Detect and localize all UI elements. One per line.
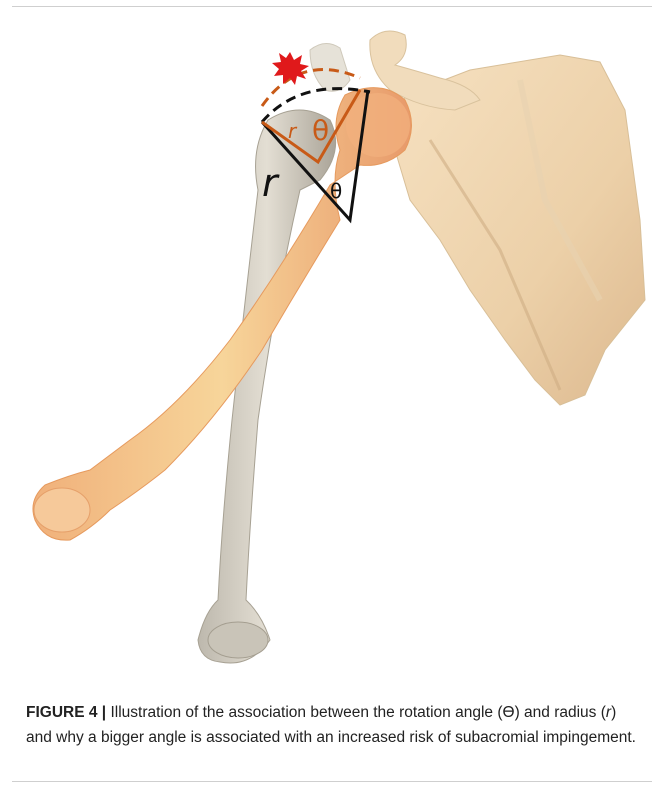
scapula [395,55,645,405]
caption-theta: ϴ [503,704,515,721]
inner-theta-label: θ [312,114,329,147]
caption-text-2: ) and radius ( [515,704,606,721]
outer-theta-label: θ [330,179,342,203]
humerus-abducted [33,88,412,541]
figure-caption: FIGURE 4 | Illustration of the associati… [26,700,646,750]
coracoid [310,43,350,91]
shoulder-figure: r θ r θ [0,0,664,680]
figure-frame-bottom [12,781,652,782]
caption-text-1: Illustration of the association between … [106,704,502,721]
outer-r-label: r [262,161,280,205]
caption-label: FIGURE 4 | [26,704,106,721]
